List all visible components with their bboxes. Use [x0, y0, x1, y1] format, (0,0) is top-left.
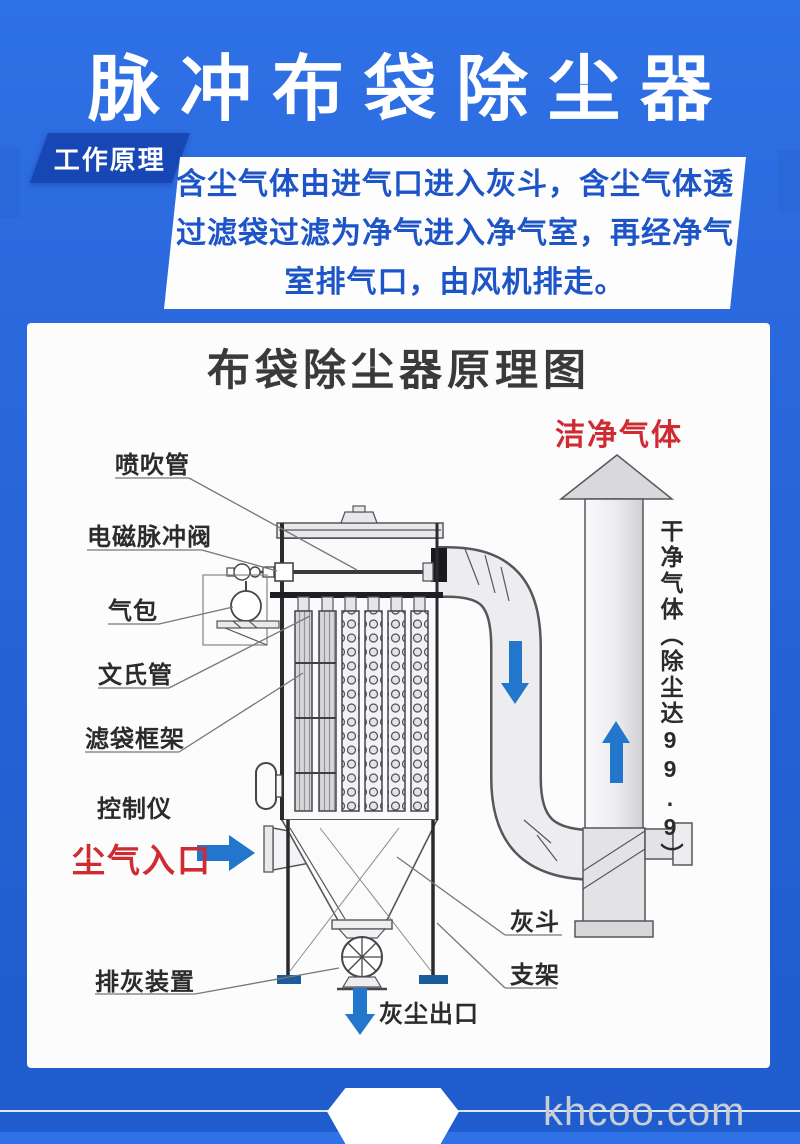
- background-decoration: [778, 150, 800, 212]
- watermark: khcoo.com: [543, 1090, 746, 1134]
- footer-hexagon: [327, 1088, 459, 1144]
- fan-outlet-flange: [672, 822, 693, 866]
- filter-bags: [294, 610, 429, 812]
- arrow-down-outlet-icon: [345, 988, 375, 1035]
- rotary-valve: [331, 919, 393, 991]
- label-clean-gas: 洁净气体: [555, 418, 683, 452]
- label-blow-pipe: 喷吹管: [115, 451, 190, 479]
- pulse-valve: [226, 562, 294, 582]
- support-legs: [277, 820, 448, 984]
- label-ash-discharge: 排灰装置: [95, 969, 195, 996]
- outlet-flange: [431, 548, 447, 582]
- diagram-title: 布袋除尘器原理图: [207, 347, 591, 395]
- label-dust-outlet: 灰尘出口: [379, 1001, 479, 1028]
- principle-line: 含尘气体由进气口进入灰斗，含尘气体透: [176, 167, 735, 201]
- principle-box: 含尘气体由进气口进入灰斗，含尘气体透 过滤袋过滤为净气进入净气室，再经净气 室排…: [164, 157, 746, 309]
- principle-text: 含尘气体由进气口进入灰斗，含尘气体透 过滤袋过滤为净气进入净气室，再经净气 室排…: [172, 157, 738, 309]
- hopper-assembly: [277, 819, 448, 991]
- label-dust-inlet: 尘气入口: [72, 842, 212, 879]
- dust-collector-diagram: 布袋除尘器原理图: [72, 347, 693, 1035]
- flow-arrows: [197, 641, 630, 1035]
- label-pulse-valve: 电磁脉冲阀: [87, 523, 212, 551]
- arrow-down-duct-icon: [501, 641, 529, 704]
- controller-device: [255, 762, 283, 810]
- label-controller: 控制仪: [97, 795, 172, 823]
- foot-pad: [419, 975, 448, 984]
- leader-lines: [85, 477, 562, 995]
- baghouse: [202, 505, 447, 873]
- label-air-bag: 气包: [107, 597, 158, 625]
- chimney-flange: [574, 920, 654, 938]
- chimney-cap: [558, 454, 675, 500]
- label-clean-gas-note: 干净气体（除尘达99.9）: [657, 519, 685, 869]
- label-venturi: 文氏管: [98, 661, 173, 689]
- diagram-panel: 布袋除尘器原理图: [27, 323, 770, 1068]
- foot-pad: [277, 975, 301, 984]
- label-bag-cage: 滤袋框架: [85, 725, 185, 753]
- shelf: [216, 620, 280, 646]
- page-title: 脉冲布袋除尘器: [87, 50, 732, 130]
- arrow-right-icon: [197, 835, 255, 871]
- principle-tag-label: 工作原理: [53, 144, 166, 175]
- arrow-up-chimney-icon: [602, 721, 630, 783]
- outlet-duct: [437, 546, 627, 881]
- air-bag: [230, 581, 262, 622]
- principle-line: 室排气口，由风机排走。: [284, 265, 626, 299]
- principle-line: 过滤袋过滤为净气进入净气室，再经净气: [176, 216, 735, 250]
- label-support: 支架: [510, 962, 560, 989]
- label-hopper: 灰斗: [510, 909, 560, 936]
- top-hatch: [340, 511, 378, 524]
- principle-tag: 工作原理: [29, 133, 191, 183]
- chimney-base: [582, 827, 646, 926]
- fan-housing: [574, 822, 693, 938]
- background-decoration: [0, 148, 20, 218]
- duct-seams: [464, 548, 558, 862]
- valve-bracket: [202, 574, 268, 646]
